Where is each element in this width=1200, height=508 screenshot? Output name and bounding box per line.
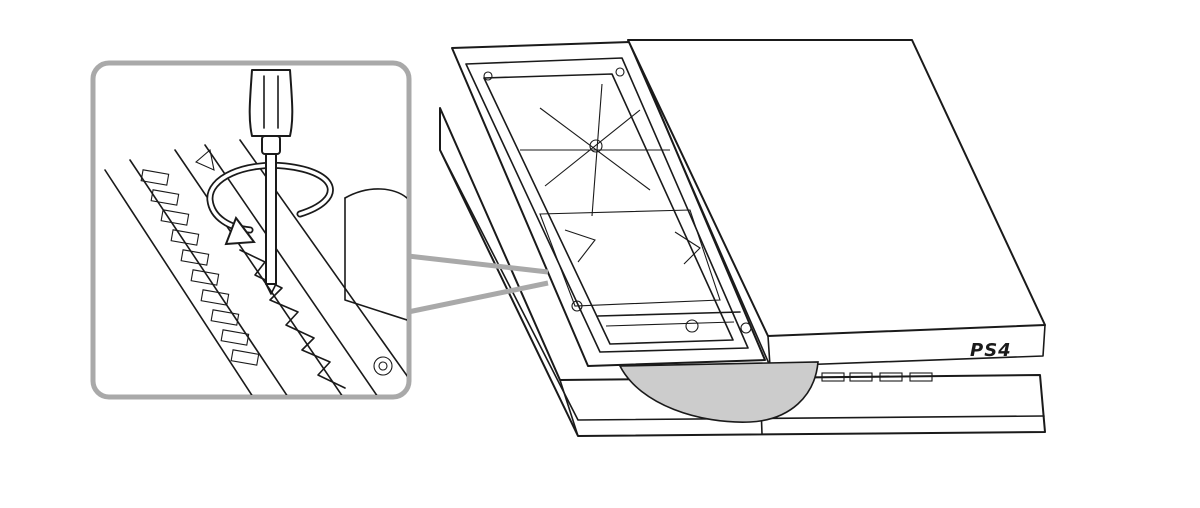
hdd-bay [451,41,766,367]
disc-slot-highlight [618,361,819,423]
rotate-arrow-icon [206,161,334,246]
console-lid: PS4 [627,39,1046,367]
screwdriver-icon [248,69,294,295]
callout-connector [407,253,549,315]
console-base [439,107,1046,437]
rail-slots [140,169,260,366]
brand-label: PS4 [970,340,1012,361]
detail-callout [90,60,412,400]
console-illustration: PS4 [439,39,1046,437]
